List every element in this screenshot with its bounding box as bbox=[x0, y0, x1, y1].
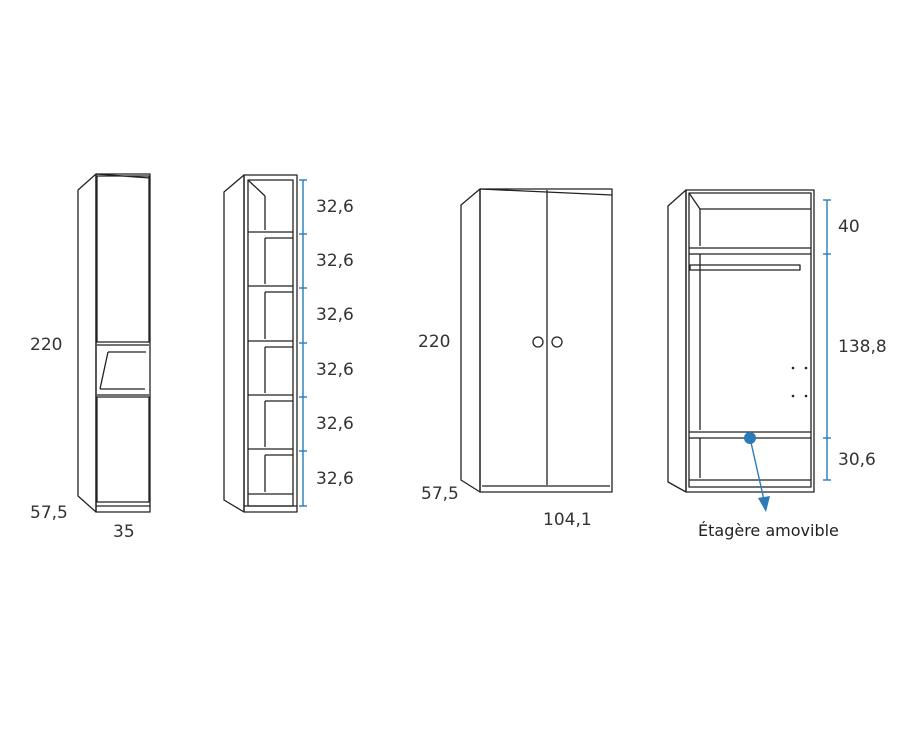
column-1-width-label: 35 bbox=[113, 522, 135, 542]
shelf-height-label-6: 32,6 bbox=[316, 469, 354, 489]
shelf-height-label-4: 32,6 bbox=[316, 360, 354, 380]
shelf-height-label-5: 32,6 bbox=[316, 414, 354, 434]
callout-marker bbox=[744, 432, 770, 512]
shelf-height-label-3: 32,6 bbox=[316, 305, 354, 325]
top-compartment-label: 40 bbox=[838, 217, 860, 237]
removable-shelf-callout: Étagère amovible bbox=[698, 521, 839, 540]
dimension-lines bbox=[299, 179, 831, 507]
wardrobe-depth-label: 57,5 bbox=[421, 484, 459, 504]
column-1-cabinet bbox=[77, 173, 151, 513]
wardrobe-width-label: 104,1 bbox=[543, 510, 592, 530]
bottom-compartment-label: 30,6 bbox=[838, 450, 876, 470]
wardrobe-closed bbox=[460, 188, 613, 493]
shelf-height-label-2: 32,6 bbox=[316, 251, 354, 271]
column-2-bookcase bbox=[223, 174, 298, 513]
column-1-depth-label: 57,5 bbox=[30, 503, 68, 523]
wardrobe-open bbox=[667, 189, 815, 493]
hanging-compartment-label: 138,8 bbox=[838, 337, 887, 357]
column-1-height-label: 220 bbox=[30, 335, 63, 355]
shelf-height-label-1: 32,6 bbox=[316, 197, 354, 217]
wardrobe-height-label: 220 bbox=[418, 332, 451, 352]
